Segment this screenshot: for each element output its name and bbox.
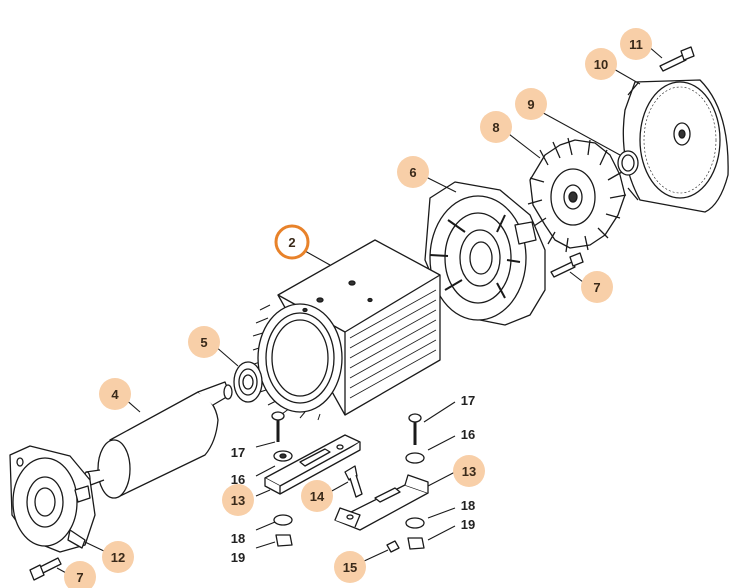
fan-cover-part-10 [622, 79, 729, 213]
leader-lines [56, 45, 663, 575]
callout-circle [585, 48, 617, 80]
callout-number: 2 [288, 235, 295, 250]
front-flange-part-12 [9, 445, 96, 553]
part-number-p17a: 17 [231, 445, 245, 460]
callout-number: 5 [200, 335, 207, 350]
bearing-part-5 [233, 361, 263, 403]
callout-number: 12 [111, 550, 125, 565]
bolt-part-14 [344, 465, 363, 498]
part-number-p19b: 19 [461, 517, 475, 532]
callout-number: 7 [76, 570, 83, 585]
part-number-p18b: 18 [461, 498, 475, 513]
callout-circle [334, 551, 366, 583]
callout-c8: 8 [480, 111, 512, 143]
pin-part-15 [386, 540, 400, 553]
callout-c2: 2 [274, 224, 310, 260]
screw-part-7-lower [29, 557, 62, 581]
end-shield-part-6 [424, 181, 546, 326]
callout-number: 15 [343, 560, 357, 575]
callout-number: 8 [492, 120, 499, 135]
callout-number: 10 [594, 57, 608, 72]
callout-number: 11 [629, 37, 643, 52]
callout-c10: 10 [585, 48, 617, 80]
callout-c7a: 7 [581, 271, 613, 303]
callout-c4: 4 [99, 378, 131, 410]
callout-number: 13 [231, 493, 245, 508]
callout-c7b: 7 [64, 561, 96, 588]
part-number-p16a: 16 [231, 472, 245, 487]
callout-c13a: 13 [222, 484, 254, 516]
callout-c11: 11 [620, 28, 652, 60]
right-foot-assembly [334, 413, 429, 550]
part-number-p18a: 18 [231, 531, 245, 546]
callout-circle [99, 378, 131, 410]
callout-number: 14 [310, 489, 325, 504]
callout-number: 6 [409, 165, 416, 180]
callout-circle [64, 561, 96, 588]
callout-c6: 6 [397, 156, 429, 188]
callout-circle [515, 88, 547, 120]
callout-number: 9 [527, 97, 534, 112]
callout-circle [453, 455, 485, 487]
callout-circle [102, 541, 134, 573]
motor-housing-part-2 [252, 239, 441, 421]
part-number-p16b: 16 [461, 427, 475, 442]
callout-number: 4 [111, 387, 119, 402]
part-number-p19a: 19 [231, 550, 245, 565]
callout-group: 11 10 9 8 6 7 2 5 4 13 14 13 12 7 15 [64, 28, 652, 588]
screw-part-11 [659, 46, 695, 72]
plain-label-group: 17 16 18 19 17 16 18 19 [231, 393, 475, 565]
callout-circle [581, 271, 613, 303]
callout-c9: 9 [515, 88, 547, 120]
callout-circle [480, 111, 512, 143]
callout-number: 7 [593, 280, 600, 295]
callout-c14: 14 [301, 480, 333, 512]
callout-circle [222, 484, 254, 516]
callout-c5: 5 [188, 326, 220, 358]
callout-circle [397, 156, 429, 188]
callout-circle [620, 28, 652, 60]
left-foot-assembly [264, 411, 361, 547]
callout-circle [301, 480, 333, 512]
callout-circle [188, 326, 220, 358]
callout-number: 13 [462, 464, 476, 479]
callout-circle [274, 224, 310, 260]
screw-part-7-upper [550, 252, 584, 278]
callout-c15: 15 [334, 551, 366, 583]
circlip-part-9 [617, 150, 639, 176]
callout-c12: 12 [102, 541, 134, 573]
cooling-fan-part-8 [527, 137, 627, 253]
part-number-p17b: 17 [461, 393, 475, 408]
callout-c13b: 13 [453, 455, 485, 487]
